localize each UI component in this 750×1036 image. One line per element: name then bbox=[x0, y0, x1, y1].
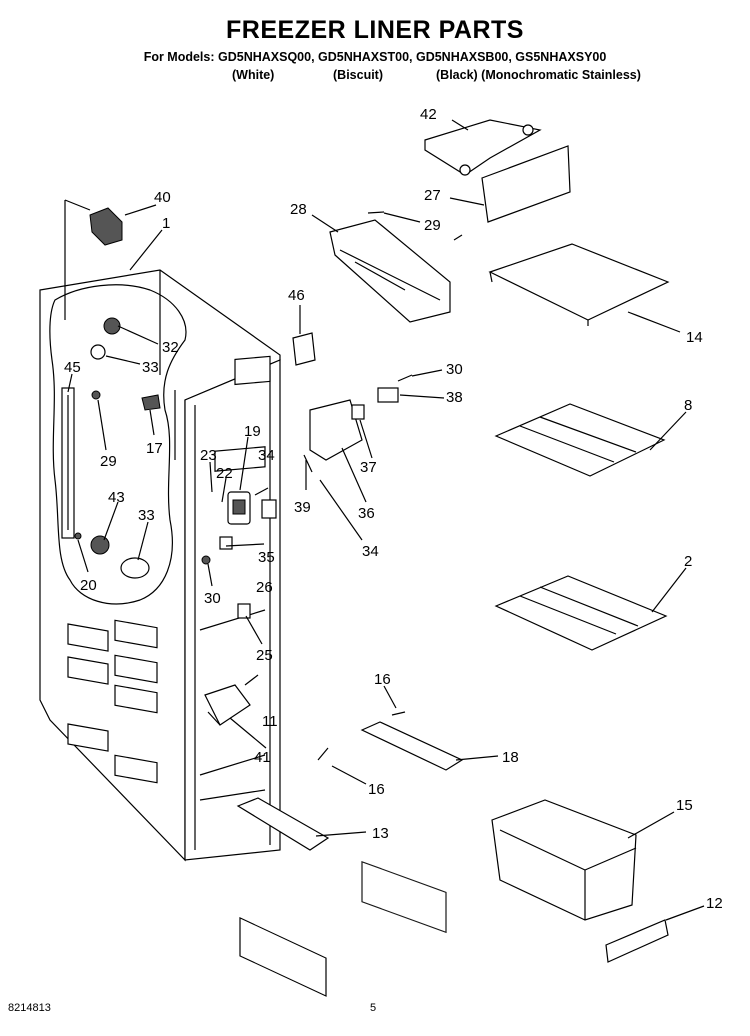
part-43-socket bbox=[90, 535, 110, 555]
part-30-screw-right bbox=[397, 374, 413, 382]
callout-14: 14 bbox=[686, 329, 703, 346]
leader-lines bbox=[67, 119, 705, 921]
callout-26: 26 bbox=[256, 579, 273, 596]
part-32-bulb-socket bbox=[103, 317, 121, 335]
callout-45: 45 bbox=[64, 359, 81, 376]
callout-39: 39 bbox=[294, 499, 311, 516]
callout-30-right: 30 bbox=[446, 361, 463, 378]
callout-22: 22 bbox=[216, 465, 233, 482]
callout-15: 15 bbox=[676, 797, 693, 814]
callout-23: 23 bbox=[200, 447, 217, 464]
part-29-screws bbox=[367, 211, 463, 241]
page-number: 5 bbox=[370, 1002, 377, 1014]
page-title: FREEZER LINER PARTS bbox=[226, 16, 524, 44]
callout-1: 1 bbox=[162, 215, 170, 232]
callout-16: 16 bbox=[374, 671, 391, 688]
callout-12: 12 bbox=[706, 895, 723, 912]
callout-34: 34 bbox=[258, 447, 275, 464]
part-33-bulb-upper bbox=[90, 344, 106, 360]
callout-33b: 33 bbox=[138, 507, 155, 524]
callout-43: 43 bbox=[108, 489, 125, 506]
part-20-screw bbox=[74, 532, 82, 540]
callout-29: 29 bbox=[100, 453, 117, 470]
callout-32: 32 bbox=[162, 339, 179, 356]
callout-37: 37 bbox=[360, 459, 377, 476]
part-14-wire-shelf bbox=[488, 243, 670, 326]
freezer-liner-cabinet bbox=[39, 269, 281, 862]
part-29-screw-left bbox=[91, 390, 101, 400]
callout-29-top: 29 bbox=[424, 217, 441, 234]
part-25-damper bbox=[237, 603, 251, 619]
part-11-screw bbox=[244, 674, 259, 686]
callout-19: 19 bbox=[244, 423, 261, 440]
callout-35: 35 bbox=[258, 549, 275, 566]
callout-labels: 40 1 32 33 45 29 17 43 33 20 23 22 19 34… bbox=[64, 106, 723, 912]
callout-2: 2 bbox=[684, 553, 692, 570]
callout-13: 13 bbox=[372, 825, 389, 842]
part-41-duct bbox=[204, 684, 251, 726]
part-45-light-strip bbox=[61, 387, 75, 539]
part-16-screws bbox=[317, 711, 406, 761]
part-38-housing bbox=[377, 387, 399, 403]
callout-40: 40 bbox=[154, 189, 171, 206]
color-biscuit: (Biscuit) bbox=[333, 68, 383, 82]
callout-27: 27 bbox=[424, 187, 441, 204]
part-19-control-housing bbox=[227, 491, 251, 525]
callout-38: 38 bbox=[446, 389, 463, 406]
part-34-screw bbox=[254, 487, 269, 496]
callout-36: 36 bbox=[358, 505, 375, 522]
callout-18: 18 bbox=[502, 749, 519, 766]
part-42-hinge-cover bbox=[424, 119, 542, 176]
color-black-stainless: (Black) (Monochromatic Stainless) bbox=[436, 68, 641, 82]
part-39-pin bbox=[303, 454, 313, 473]
callout-8: 8 bbox=[684, 397, 692, 414]
callout-41: 41 bbox=[254, 749, 271, 766]
callout-20: 20 bbox=[80, 577, 97, 594]
part-26-clip bbox=[219, 536, 233, 550]
part-35-bracket bbox=[261, 499, 277, 519]
part-12-basket-trim bbox=[605, 919, 669, 963]
part-15-wire-basket bbox=[491, 799, 637, 921]
document-number: 8214813 bbox=[8, 1002, 51, 1014]
callout-28: 28 bbox=[290, 201, 307, 218]
callout-33: 33 bbox=[142, 359, 159, 376]
callout-11: 11 bbox=[262, 713, 278, 730]
part-37-36-bracket bbox=[309, 399, 365, 461]
callout-34-right: 34 bbox=[362, 543, 379, 560]
part-40-clip bbox=[64, 199, 123, 320]
models-line: For Models: GD5NHAXSQ00, GD5NHAXST00, GD… bbox=[143, 50, 607, 64]
callout-46: 46 bbox=[288, 287, 305, 304]
part-30-screw bbox=[201, 555, 211, 565]
callout-17: 17 bbox=[146, 440, 163, 457]
part-33-bulb-lower bbox=[120, 557, 150, 579]
part-2-glass-shelf bbox=[494, 575, 668, 651]
part-46-bracket bbox=[292, 332, 316, 366]
part-8-glass-shelf bbox=[494, 403, 666, 477]
part-13-front-trim bbox=[236, 797, 330, 997]
callout-42: 42 bbox=[420, 106, 437, 123]
part-17-switch bbox=[141, 394, 161, 411]
color-white: (White) bbox=[232, 68, 275, 82]
part-28-shelf-bracket bbox=[329, 219, 451, 323]
callout-30: 30 bbox=[204, 590, 221, 607]
callout-16-lower: 16 bbox=[368, 781, 385, 798]
part-27-panel bbox=[481, 145, 571, 223]
callout-25: 25 bbox=[256, 647, 273, 664]
